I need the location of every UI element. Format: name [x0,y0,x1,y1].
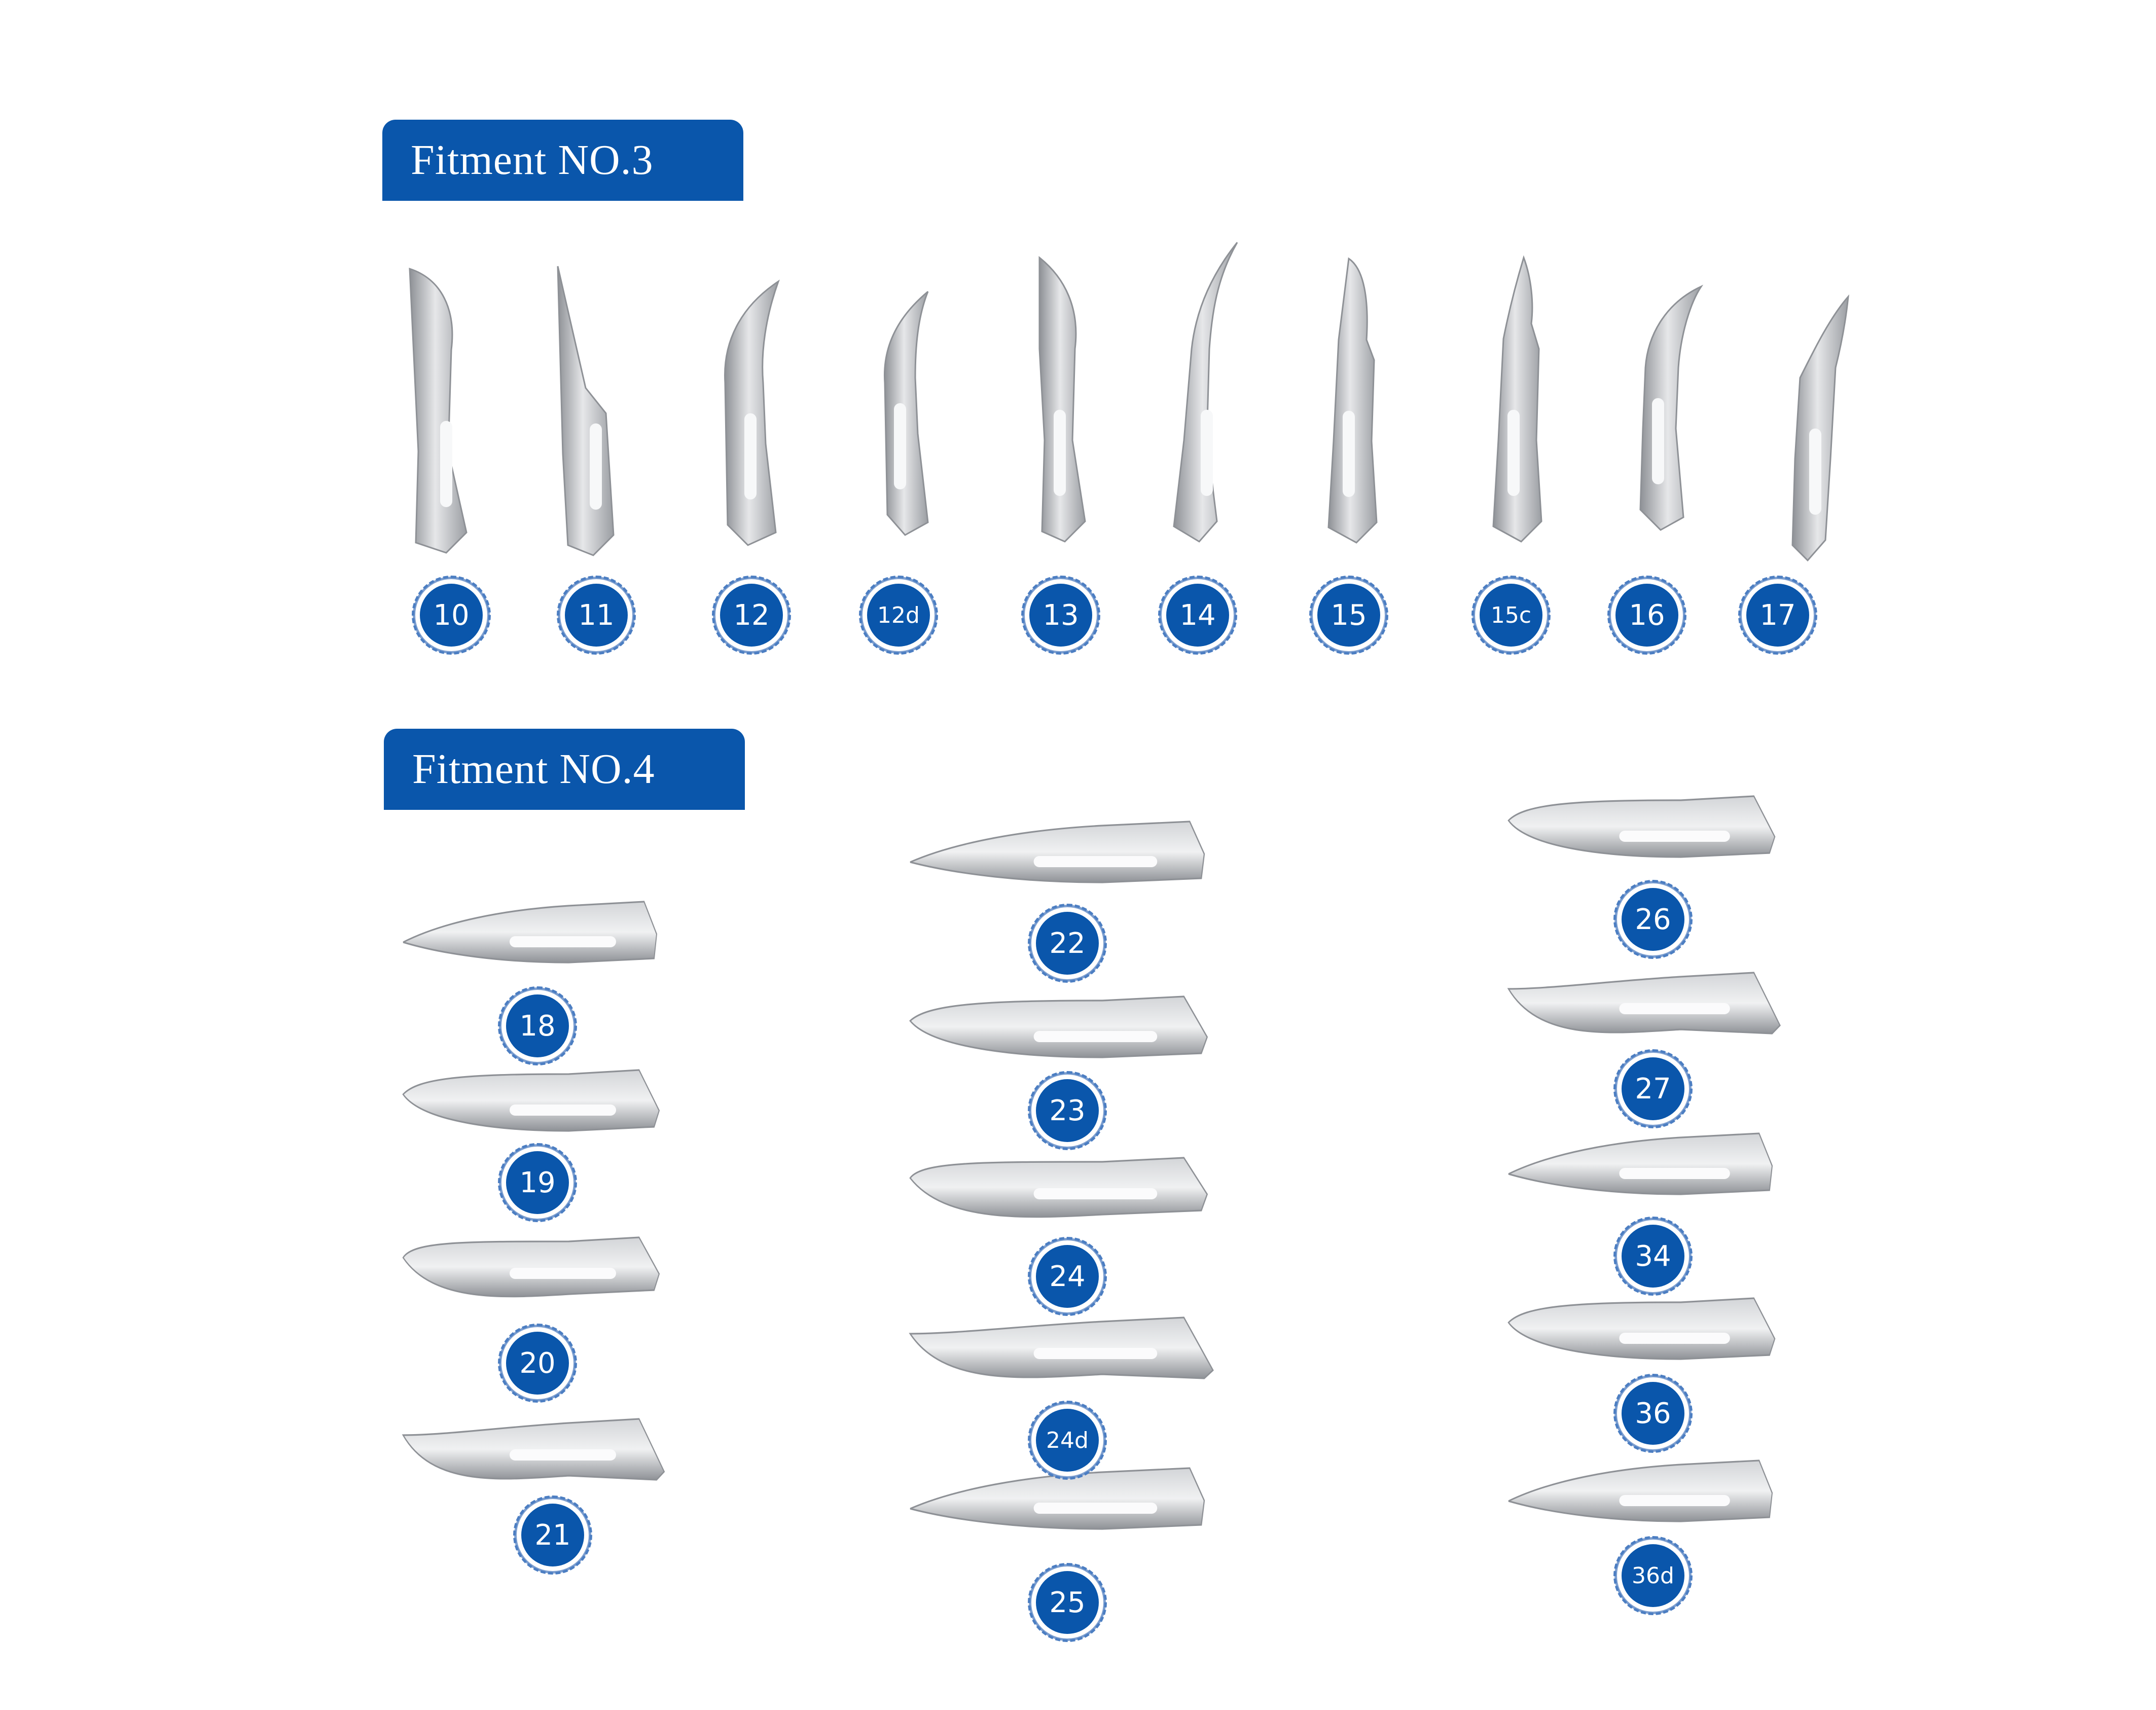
blade-number-badge-19: 19 [498,1143,577,1222]
blade-12-shape [724,279,780,546]
blade-number-badge-15c: 15c [1471,576,1551,655]
blade-14-slot [1201,410,1213,496]
blade-10-shape [409,267,468,554]
blade-number-badge-36: 36 [1613,1374,1693,1453]
blade-number-badge-14: 14 [1158,576,1237,655]
blade-18-slot [510,936,616,947]
blade-number-badge-17: 17 [1738,576,1817,655]
blade-11-slot [590,423,602,510]
blade-15c-slot [1507,410,1520,496]
fitment-3-title: Fitment NO.3 [382,120,743,201]
blade-24-shape [909,1157,1208,1218]
blade-12-slot [744,413,757,500]
blade-number-badge-27: 27 [1613,1049,1693,1128]
blade-26-shape [1507,795,1776,858]
blade-number-badge-18: 18 [498,986,577,1065]
blade-14-shape [1173,242,1238,543]
blade-24d-slot [1033,1348,1158,1359]
blade-24-slot [1033,1188,1158,1199]
blade-number-badge-23: 23 [1028,1071,1107,1150]
blade-number-badge-34: 34 [1613,1217,1693,1296]
blade-36-slot [1619,1333,1730,1344]
blade-number-badge-16: 16 [1607,576,1686,655]
blade-19-slot [510,1105,616,1116]
blade-25-slot [1033,1503,1158,1514]
blade-number-badge-21: 21 [513,1495,592,1575]
blade-27-slot [1619,1003,1730,1014]
blade-number-badge-10: 10 [412,576,491,655]
blade-15-slot [1343,411,1355,497]
blade-17-shape [1791,294,1849,562]
blade-17-slot [1809,429,1821,515]
blade-15-shape [1327,257,1378,544]
blade-number-badge-26: 26 [1613,880,1693,959]
blade-34-slot [1619,1168,1730,1179]
blade-number-badge-12d: 12d [859,576,938,655]
blade-34-shape [1508,1132,1773,1195]
blade-number-badge-13: 13 [1021,576,1100,655]
blade-26-slot [1619,831,1730,842]
blade-13-shape [1038,256,1086,543]
blade-number-badge-11: 11 [557,576,636,655]
blade-18-shape [403,901,658,964]
blade-21-slot [510,1449,616,1460]
blade-number-badge-25: 25 [1028,1563,1107,1642]
blade-36d-slot [1619,1495,1730,1506]
blade-10-slot [440,421,452,507]
blade-22-shape [910,821,1205,883]
blade-23-shape [909,995,1208,1058]
blade-12d-slot [894,403,906,489]
blade-36d-shape [1508,1459,1773,1522]
blade-13-slot [1054,410,1066,496]
blade-19-shape [402,1069,660,1132]
blade-16-slot [1652,398,1664,484]
blade-12d-shape [883,291,929,536]
blade-number-badge-20: 20 [498,1324,577,1403]
blade-20-shape [402,1236,660,1298]
blade-number-badge-22: 22 [1028,904,1107,983]
blade-11-shape [557,266,615,556]
blade-16-shape [1639,284,1704,531]
blade-number-badge-36d: 36d [1613,1536,1693,1615]
blade-number-badge-24d: 24d [1028,1401,1107,1480]
blade-number-badge-12: 12 [712,576,791,655]
blade-20-slot [510,1268,616,1279]
blade-15c-shape [1492,255,1542,543]
blade-number-badge-24: 24 [1028,1237,1107,1316]
blade-36-shape [1507,1297,1776,1360]
fitment-4-title: Fitment NO.4 [384,729,745,810]
blade-23-slot [1033,1031,1158,1042]
blade-number-badge-15: 15 [1309,576,1388,655]
blade-22-slot [1033,856,1158,867]
